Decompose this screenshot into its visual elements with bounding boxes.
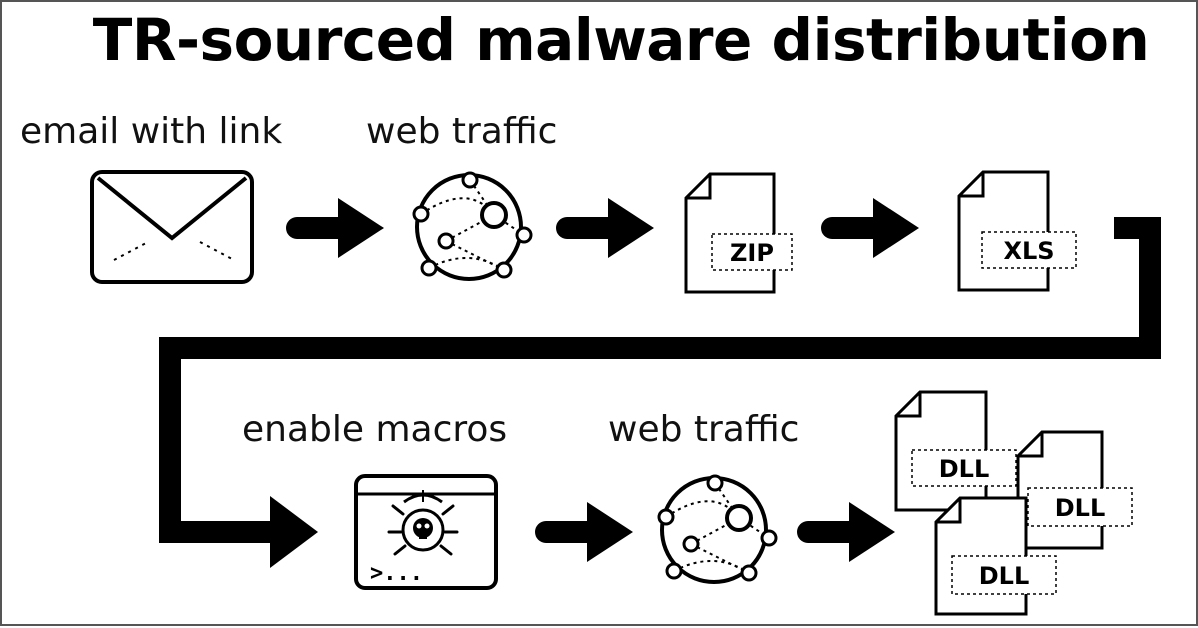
terminal-prompt: >... [370,561,423,586]
envelope-icon [90,170,254,284]
bug-icon [387,490,459,556]
arrow-icon [556,198,654,258]
file-tag-zip: ZIP [730,239,774,267]
connector-path [159,217,1161,568]
arrow-icon [821,198,919,258]
network-icon [657,474,778,584]
file-tag-dll-1: DLL [939,455,990,483]
arrow-icon [286,198,384,258]
step-label-web-traffic-2: web traffic [608,409,800,450]
document-icon: XLS [957,170,1077,292]
file-tag-dll-3: DLL [979,562,1030,590]
file-tag-xls: XLS [1003,237,1054,265]
malware-terminal-icon: >... [354,474,498,590]
file-tag-dll-2: DLL [1055,494,1106,522]
document-icon: DLL [894,390,1017,512]
step-label-email: email with link [20,111,283,152]
step-label-enable-macros: enable macros [242,409,508,450]
document-icon: DLL [1016,430,1133,550]
diagram-title: TR-sourced malware distribution [92,6,1150,74]
arrow-icon [797,502,895,562]
step-label-web-traffic-1: web traffic [366,111,558,152]
document-stack-icon: DLL DLL DLL [894,390,1133,616]
document-icon: DLL [934,496,1057,616]
document-icon: ZIP [684,172,793,294]
arrow-icon [535,502,633,562]
network-icon [412,171,533,281]
